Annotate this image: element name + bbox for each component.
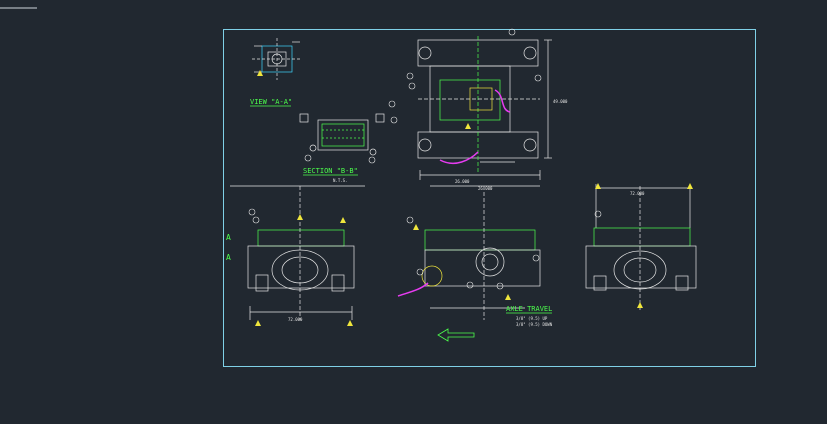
axle-travel-label: AXLE TRAVEL bbox=[506, 305, 552, 313]
end-view-right bbox=[585, 184, 697, 310]
section-bb bbox=[299, 113, 385, 156]
front-dim-top: 26.000 bbox=[478, 186, 493, 191]
plan-view bbox=[417, 36, 552, 180]
axle-travel-down: 3/8" (9.5) DOWN bbox=[516, 322, 553, 327]
plan-dim-side: 49.000 bbox=[553, 99, 568, 104]
section-marker-a2: A bbox=[226, 253, 231, 262]
plan-view-hose bbox=[494, 89, 511, 113]
side-left-dim: 72.000 bbox=[288, 317, 303, 322]
view-aa bbox=[252, 38, 300, 80]
front-view-hose bbox=[397, 282, 429, 297]
callout-markers bbox=[255, 70, 693, 326]
side-view-left bbox=[230, 185, 365, 320]
plan-dim-top: 26.000 bbox=[455, 179, 470, 184]
front-view-center bbox=[421, 185, 541, 320]
section-marker-a1: A bbox=[226, 233, 231, 242]
section-bb-label: SECTION "B-B" bbox=[303, 167, 358, 175]
axle-travel-up: 3/8" (9.5) UP bbox=[516, 316, 548, 321]
balloon-markers bbox=[248, 28, 602, 290]
sheet-border bbox=[223, 29, 756, 367]
section-bb-scale: N.T.S. bbox=[333, 178, 347, 183]
plan-view-hose-2 bbox=[439, 151, 479, 164]
end-dim-top: 72.000 bbox=[630, 191, 645, 196]
direction-arrow-icon bbox=[437, 328, 475, 342]
view-aa-label: VIEW "A-A" bbox=[250, 98, 292, 106]
